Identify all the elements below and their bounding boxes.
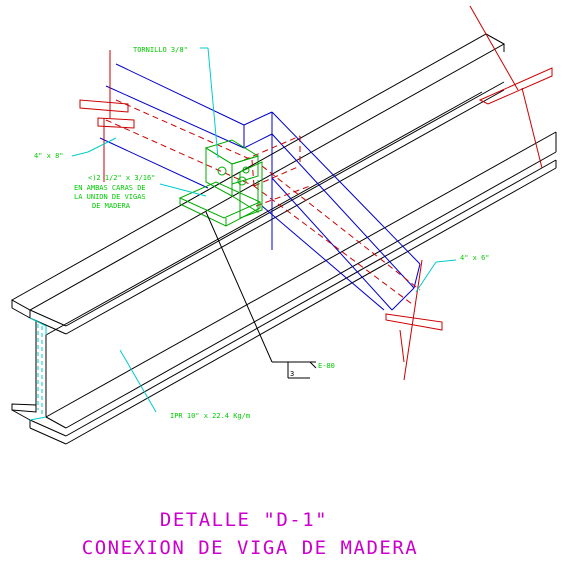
labels: TORNILLO 3/8" 4" x 8" <)2 1/2" x 3/16" E… (34, 46, 490, 420)
wood-beam-4x8-label: 4" x 8" (34, 152, 64, 160)
wood-beam-4x8 (99, 63, 273, 250)
wood-beam-4x6 (261, 111, 421, 311)
title-block: DETALLE "D-1" CONEXION DE VIGA DE MADERA (82, 509, 418, 559)
web-section-hatch (29, 317, 47, 421)
angle-label-line3: LA UNION DE VIGAS (74, 193, 146, 201)
break-lines (79, 5, 553, 381)
detail-subtitle: CONEXION DE VIGA DE MADERA (82, 537, 418, 559)
wood-beam-4x6-label: 4" x 6" (460, 254, 490, 262)
angle-label-line2: EN AMBAS CARAS DE (74, 184, 146, 192)
hidden-lines (105, 99, 421, 305)
angle-connectors (178, 139, 263, 227)
angle-label-line4: DE MADERA (92, 202, 131, 210)
angle-label-line1: <)2 1/2" x 3/16" (88, 174, 155, 182)
detail-title: DETALLE "D-1" (160, 509, 328, 531)
steel-beam-label: IPR 10" x 22.4 Kg/m (170, 412, 250, 420)
leader-lines (71, 47, 457, 413)
bolt-label: TORNILLO 3/8" (133, 46, 188, 54)
section-ref-label: E-80 (318, 362, 335, 370)
steel-ibeam (10, 33, 557, 445)
section-number: 3 (290, 370, 294, 378)
section-callout (205, 211, 317, 379)
